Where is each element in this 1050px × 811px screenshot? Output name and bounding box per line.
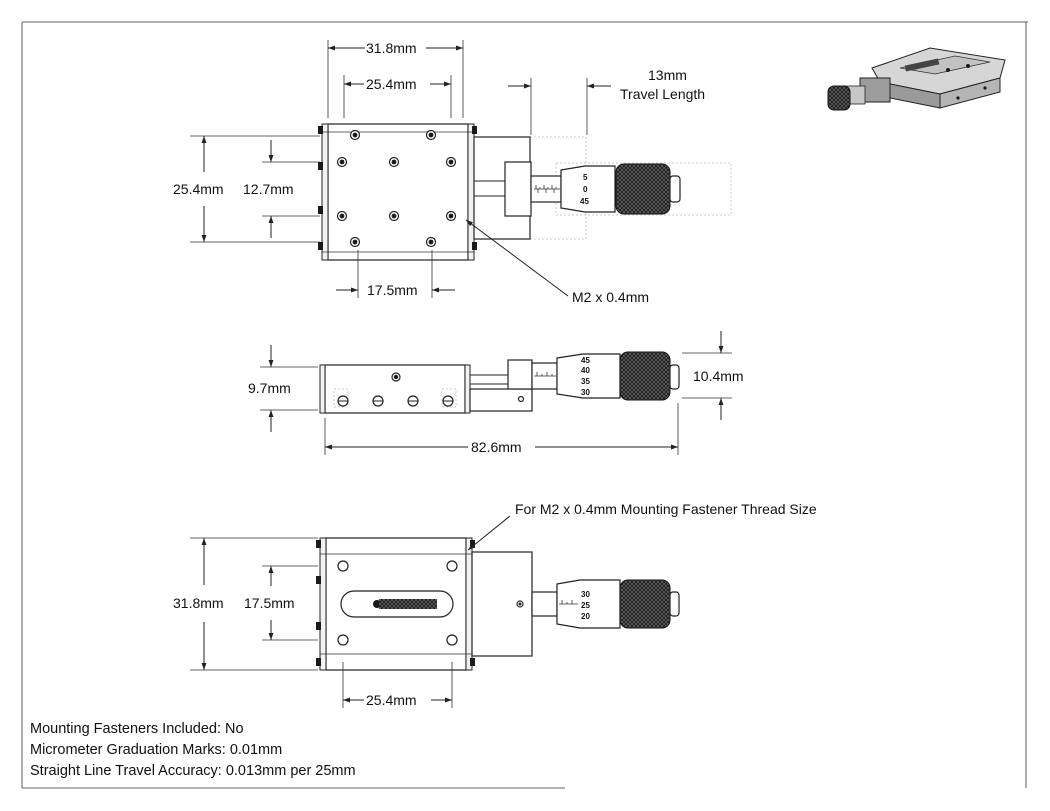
dim-top-height: 25.4mm (173, 181, 224, 197)
dim-top-hole-spacing-y: 12.7mm (243, 181, 294, 197)
dim-bottom-height: 31.8mm (173, 595, 224, 611)
side-scale-label-45: 45 (581, 356, 590, 365)
mounting-holes-top (336, 129, 457, 248)
thread-callout: M2 x 0.4mm (572, 289, 649, 305)
spec-accuracy: Straight Line Travel Accuracy: 0.013mm p… (30, 763, 356, 779)
top-knurled-knob (615, 163, 671, 215)
dim-bottom-hole-spacing-x: 25.4mm (366, 692, 417, 708)
bottom-scale-label-20: 20 (581, 612, 590, 621)
bottom-scale-label-25: 25 (581, 601, 590, 610)
spec-graduation: Micrometer Graduation Marks: 0.01mm (30, 742, 282, 758)
spec-notes: Mounting Fasteners Included: No Micromet… (30, 721, 356, 779)
side-view: 45 40 35 30 (319, 351, 680, 414)
dim-overall-length: 82.6mm (471, 439, 522, 455)
top-view-dimensions: 31.8mm 25.4mm 13mm Travel Length 25.4mm … (173, 40, 705, 305)
thread-note: For M2 x 0.4mm Mounting Fastener Thread … (515, 501, 817, 517)
dim-side-height: 9.7mm (248, 380, 291, 396)
bottom-view-dimensions: For M2 x 0.4mm Mounting Fastener Thread … (173, 501, 817, 708)
top-scale-ticks (534, 185, 560, 193)
side-knurled-knob (619, 351, 671, 401)
bottom-scale-label-30: 30 (581, 590, 590, 599)
bottom-view: 30 25 20 (316, 537, 680, 671)
dim-bottom-hole-spacing-y: 17.5mm (244, 595, 295, 611)
spec-fasteners: Mounting Fasteners Included: No (30, 721, 244, 737)
dim-top-hole-spacing: 25.4mm (366, 76, 417, 92)
isometric-preview (827, 47, 1006, 111)
bottom-knurled-knob (619, 579, 671, 629)
bottom-mounting-holes (337, 560, 458, 646)
side-view-dimensions: 9.7mm 10.4mm 82.6mm (248, 331, 744, 455)
side-scale-label-40: 40 (581, 366, 590, 375)
top-scale-label-45: 45 (580, 197, 589, 206)
top-view: 5 0 45 (318, 123, 732, 261)
sheet-border (21, 21, 1028, 789)
top-scale-label-5: 5 (583, 173, 588, 182)
side-scale-label-30: 30 (581, 388, 590, 397)
side-scale-label-35: 35 (581, 377, 590, 386)
dim-barrel-diameter: 10.4mm (693, 368, 744, 384)
dim-travel-value: 13mm (648, 67, 687, 83)
dim-top-inner-spacing: 17.5mm (367, 282, 418, 298)
dim-travel-label: Travel Length (620, 86, 705, 102)
side-screws (337, 395, 454, 407)
top-scale-label-0: 0 (583, 185, 588, 194)
dim-top-width: 31.8mm (366, 40, 417, 56)
